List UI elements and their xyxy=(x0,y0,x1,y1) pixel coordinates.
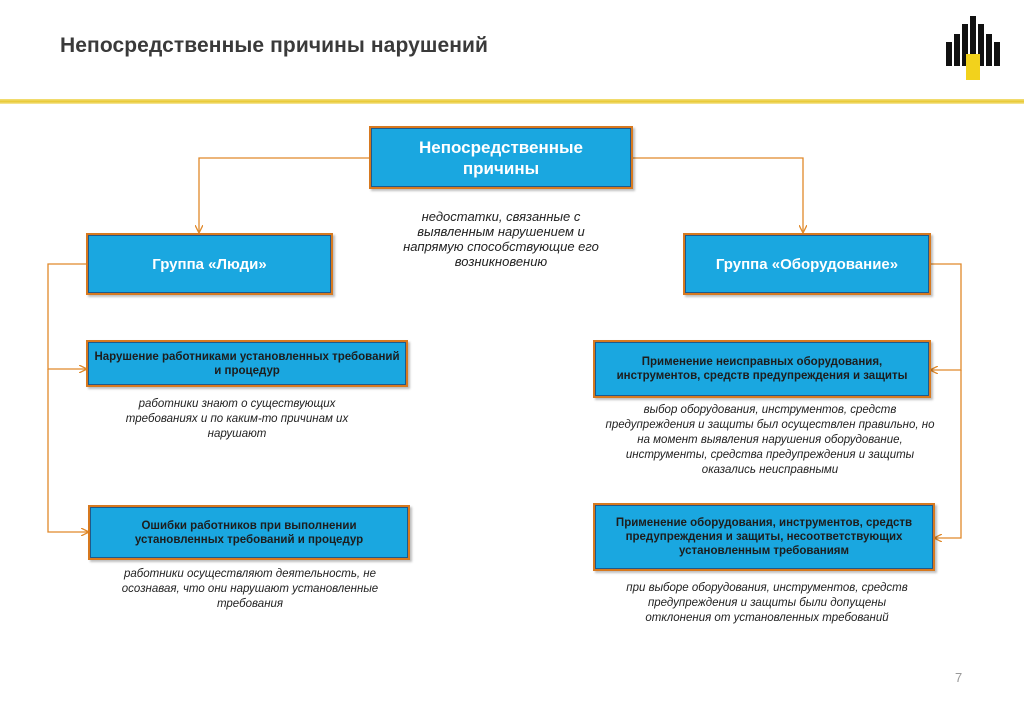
people-item-1-box: Нарушение работниками установленных треб… xyxy=(86,340,408,387)
people-item-2-box: Ошибки работников при выполнении установ… xyxy=(88,505,410,560)
root-description: недостатки, связанные с выявленным наруш… xyxy=(403,209,599,269)
arrow-root-to-people xyxy=(199,157,370,232)
page-number: 7 xyxy=(955,670,963,685)
people-item-2-label: Ошибки работников при выполнении установ… xyxy=(134,519,364,546)
arrow-root-to-equipment xyxy=(632,157,803,232)
root-label: Непосредственные причины xyxy=(419,137,583,178)
equipment-item-2-label: Применение оборудования, инструментов, с… xyxy=(615,517,913,557)
arrow-people-to-item2 xyxy=(47,369,88,532)
equipment-item-1-box: Применение неисправных оборудования, инс… xyxy=(593,340,931,398)
arrow-equipment-to-item2 xyxy=(935,370,962,538)
people-item-1-description: работники знают о существующих требовани… xyxy=(125,398,349,440)
arrow-people-to-item1 xyxy=(47,263,86,369)
group-people-label: Группа «Люди» xyxy=(152,255,267,273)
group-equipment-label: Группа «Оборудование» xyxy=(715,255,899,273)
group-people-box: Группа «Люди» xyxy=(86,233,333,295)
equipment-item-2-description: при выборе оборудования, инструментов, с… xyxy=(626,582,908,624)
equipment-item-1-label: Применение неисправных оборудования, инс… xyxy=(616,356,908,382)
page-title: Непосредственные причины нарушений xyxy=(60,34,489,57)
root-box: Непосредственные причины xyxy=(369,126,633,189)
people-item-1-label: Нарушение работниками установленных треб… xyxy=(94,350,400,377)
arrow-equipment-to-item1 xyxy=(931,263,962,370)
group-equipment-box: Группа «Оборудование» xyxy=(683,233,931,295)
equipment-item-1-description: выбор оборудования, инструментов, средст… xyxy=(605,404,935,476)
company-logo-icon xyxy=(946,16,1000,80)
people-item-2-description: работники осуществляют деятельность, не … xyxy=(121,568,379,610)
equipment-item-2-box: Применение оборудования, инструментов, с… xyxy=(593,503,935,571)
header-divider xyxy=(0,99,1024,104)
